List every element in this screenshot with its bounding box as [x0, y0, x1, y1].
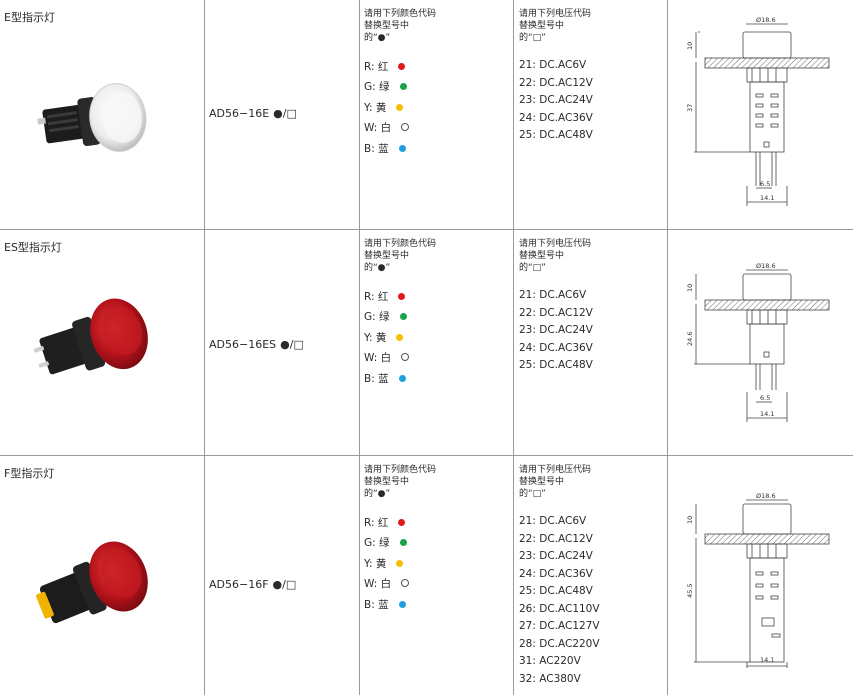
voltage-code-item: 26: DC.AC110V	[519, 602, 600, 615]
color-code-item: W: 白	[364, 348, 410, 368]
red-indicator-lamp-photo	[33, 298, 148, 375]
color-code-item: B: 蓝	[364, 139, 409, 159]
voltage-code-instruction: 请用下列电压代码 替换型号中 的“□”	[519, 9, 592, 43]
dimension-drawing: Ø18.6 10 24.6 6.5 14.1	[686, 262, 830, 422]
voltage-code-item: 23: DC.AC24V	[519, 324, 593, 336]
voltage-code-item: 23: DC.AC24V	[519, 550, 593, 562]
color-code-item: G: 绿	[364, 77, 409, 97]
dimension-diameter: Ø18.6	[756, 262, 776, 270]
voltage-code-item: 31: AC220V	[519, 655, 581, 667]
color-code-instruction: 请用下列颜色代码 替换型号中 的“●”	[364, 9, 437, 43]
model-code: AD56−16E	[209, 107, 270, 120]
color-code-list: R: 红 G: 绿 Y: 黄 W: 白 B: 蓝	[364, 57, 410, 159]
color-code-instruction: 请用下列颜色代码 替换型号中 的“●”	[364, 239, 437, 273]
color-code-instruction: 请用下列颜色代码 替换型号中 的“●”	[364, 465, 437, 499]
white-dot-icon	[401, 579, 410, 588]
dimension-drawing: Ø18.6 10 45.5 14.1	[686, 492, 830, 668]
dimension-length: 37	[686, 104, 694, 112]
red-dot-icon	[398, 293, 406, 300]
yellow-dot-icon	[396, 333, 404, 341]
voltage-code-list: 21: DC.AC6V 22: DC.AC12V 23: DC.AC24V 24…	[519, 287, 593, 375]
table-row-e-type: E型指示灯 AD56−16E●/□ 请用下列颜色代码 替	[0, 0, 853, 230]
model-placeholder-symbols: ●/□	[273, 107, 297, 120]
green-dot-icon	[399, 539, 407, 547]
red-dot-icon	[398, 519, 406, 526]
blue-dot-icon	[398, 374, 406, 382]
color-code-list: R: 红 G: 绿 Y: 黄 W: 白 B: 蓝	[364, 513, 410, 615]
voltage-code-item: 25: DC.AC48V	[519, 129, 593, 141]
green-dot-icon	[399, 83, 407, 91]
dimension-pin-spacing: 6.5	[760, 394, 770, 402]
white-dot-icon	[401, 123, 410, 132]
red-indicator-lamp-photo	[36, 541, 148, 624]
voltage-code-item: 25: DC.AC48V	[519, 359, 593, 371]
voltage-code-instruction: 请用下列电压代码 替换型号中 的“□”	[519, 465, 592, 499]
model-placeholder-symbols: ●/□	[272, 578, 297, 591]
color-code-item: Y: 黄	[364, 98, 409, 118]
color-code-item: B: 蓝	[364, 595, 409, 615]
voltage-code-item: 24: DC.AC36V	[519, 341, 593, 354]
blue-dot-icon	[398, 144, 406, 152]
model-number: AD56−16F●/□	[209, 578, 296, 591]
dimension-length: 45.5	[686, 584, 694, 598]
dimension-diameter: Ø18.6	[756, 16, 776, 24]
voltage-code-item: 25: DC.AC48V	[519, 585, 593, 597]
blue-dot-icon	[398, 600, 406, 608]
dimension-diameter: Ø18.6	[756, 492, 776, 500]
yellow-dot-icon	[396, 103, 404, 111]
voltage-code-item: 24: DC.AC36V	[519, 567, 593, 580]
model-code: AD56−16ES	[209, 338, 277, 351]
type-label: F型指示灯	[4, 467, 55, 480]
voltage-code-item: 28: DC.AC220V	[519, 637, 600, 650]
color-code-item: R: 红	[364, 287, 409, 307]
dimension-base-width: 14.1	[760, 410, 774, 418]
voltage-code-list: 21: DC.AC6V 22: DC.AC12V 23: DC.AC24V 24…	[519, 513, 600, 688]
dimension-base-width: 14.1	[760, 194, 774, 202]
red-dot-icon	[398, 63, 406, 70]
voltage-code-item: 22: DC.AC12V	[519, 306, 593, 319]
yellow-dot-icon	[396, 559, 404, 567]
voltage-code-item: 22: DC.AC12V	[519, 532, 593, 545]
color-code-item: G: 绿	[364, 307, 409, 327]
color-code-list: R: 红 G: 绿 Y: 黄 W: 白 B: 蓝	[364, 287, 410, 389]
model-number: AD56−16E●/□	[209, 107, 297, 120]
dimension-top: 10	[686, 42, 694, 50]
dimension-base-width: 14.1	[760, 656, 774, 664]
voltage-code-item: 27: DC.AC127V	[519, 620, 600, 632]
table-row-es-type: ES型指示灯 AD56−16ES●/□ 请用下列颜色代码 替换型号中 的“●”	[0, 230, 853, 456]
color-code-item: G: 绿	[364, 533, 409, 553]
voltage-code-list: 21: DC.AC6V 22: DC.AC12V 23: DC.AC24V 24…	[519, 57, 593, 145]
color-code-item: B: 蓝	[364, 369, 409, 389]
dimension-top: 10	[686, 284, 694, 292]
dimension-top: 10	[686, 516, 694, 524]
color-code-item: Y: 黄	[364, 554, 409, 574]
voltage-code-item: 21: DC.AC6V	[519, 515, 587, 527]
color-code-item: R: 红	[364, 57, 409, 77]
voltage-code-item: 21: DC.AC6V	[519, 289, 587, 301]
type-label: ES型指示灯	[4, 241, 62, 254]
type-label: E型指示灯	[4, 11, 55, 24]
white-indicator-lamp-photo	[37, 83, 147, 152]
model-number: AD56−16ES●/□	[209, 338, 304, 351]
dimension-drawing: Ø18.6 10 37 6.5 14.1	[686, 16, 830, 206]
table-row-f-type: F型指示灯 AD56−16F●/□ 请用下列颜色代码 替换型号中 的“●”	[0, 456, 853, 695]
white-dot-icon	[401, 353, 410, 362]
voltage-code-instruction: 请用下列电压代码 替换型号中 的“□”	[519, 239, 592, 273]
model-code: AD56−16F	[209, 578, 269, 591]
voltage-code-item: 22: DC.AC12V	[519, 76, 593, 89]
green-dot-icon	[399, 313, 407, 321]
voltage-code-item: 23: DC.AC24V	[519, 94, 593, 106]
color-code-item: Y: 黄	[364, 328, 409, 348]
voltage-code-item: 21: DC.AC6V	[519, 59, 587, 71]
voltage-code-item: 24: DC.AC36V	[519, 111, 593, 124]
color-code-item: W: 白	[364, 118, 410, 138]
model-placeholder-symbols: ●/□	[280, 338, 304, 351]
color-code-item: W: 白	[364, 574, 410, 594]
dimension-length: 24.6	[686, 332, 694, 346]
voltage-code-item: 32: AC380V	[519, 672, 581, 685]
color-code-item: R: 红	[364, 513, 409, 533]
dimension-pin-spacing: 6.5	[760, 180, 770, 188]
